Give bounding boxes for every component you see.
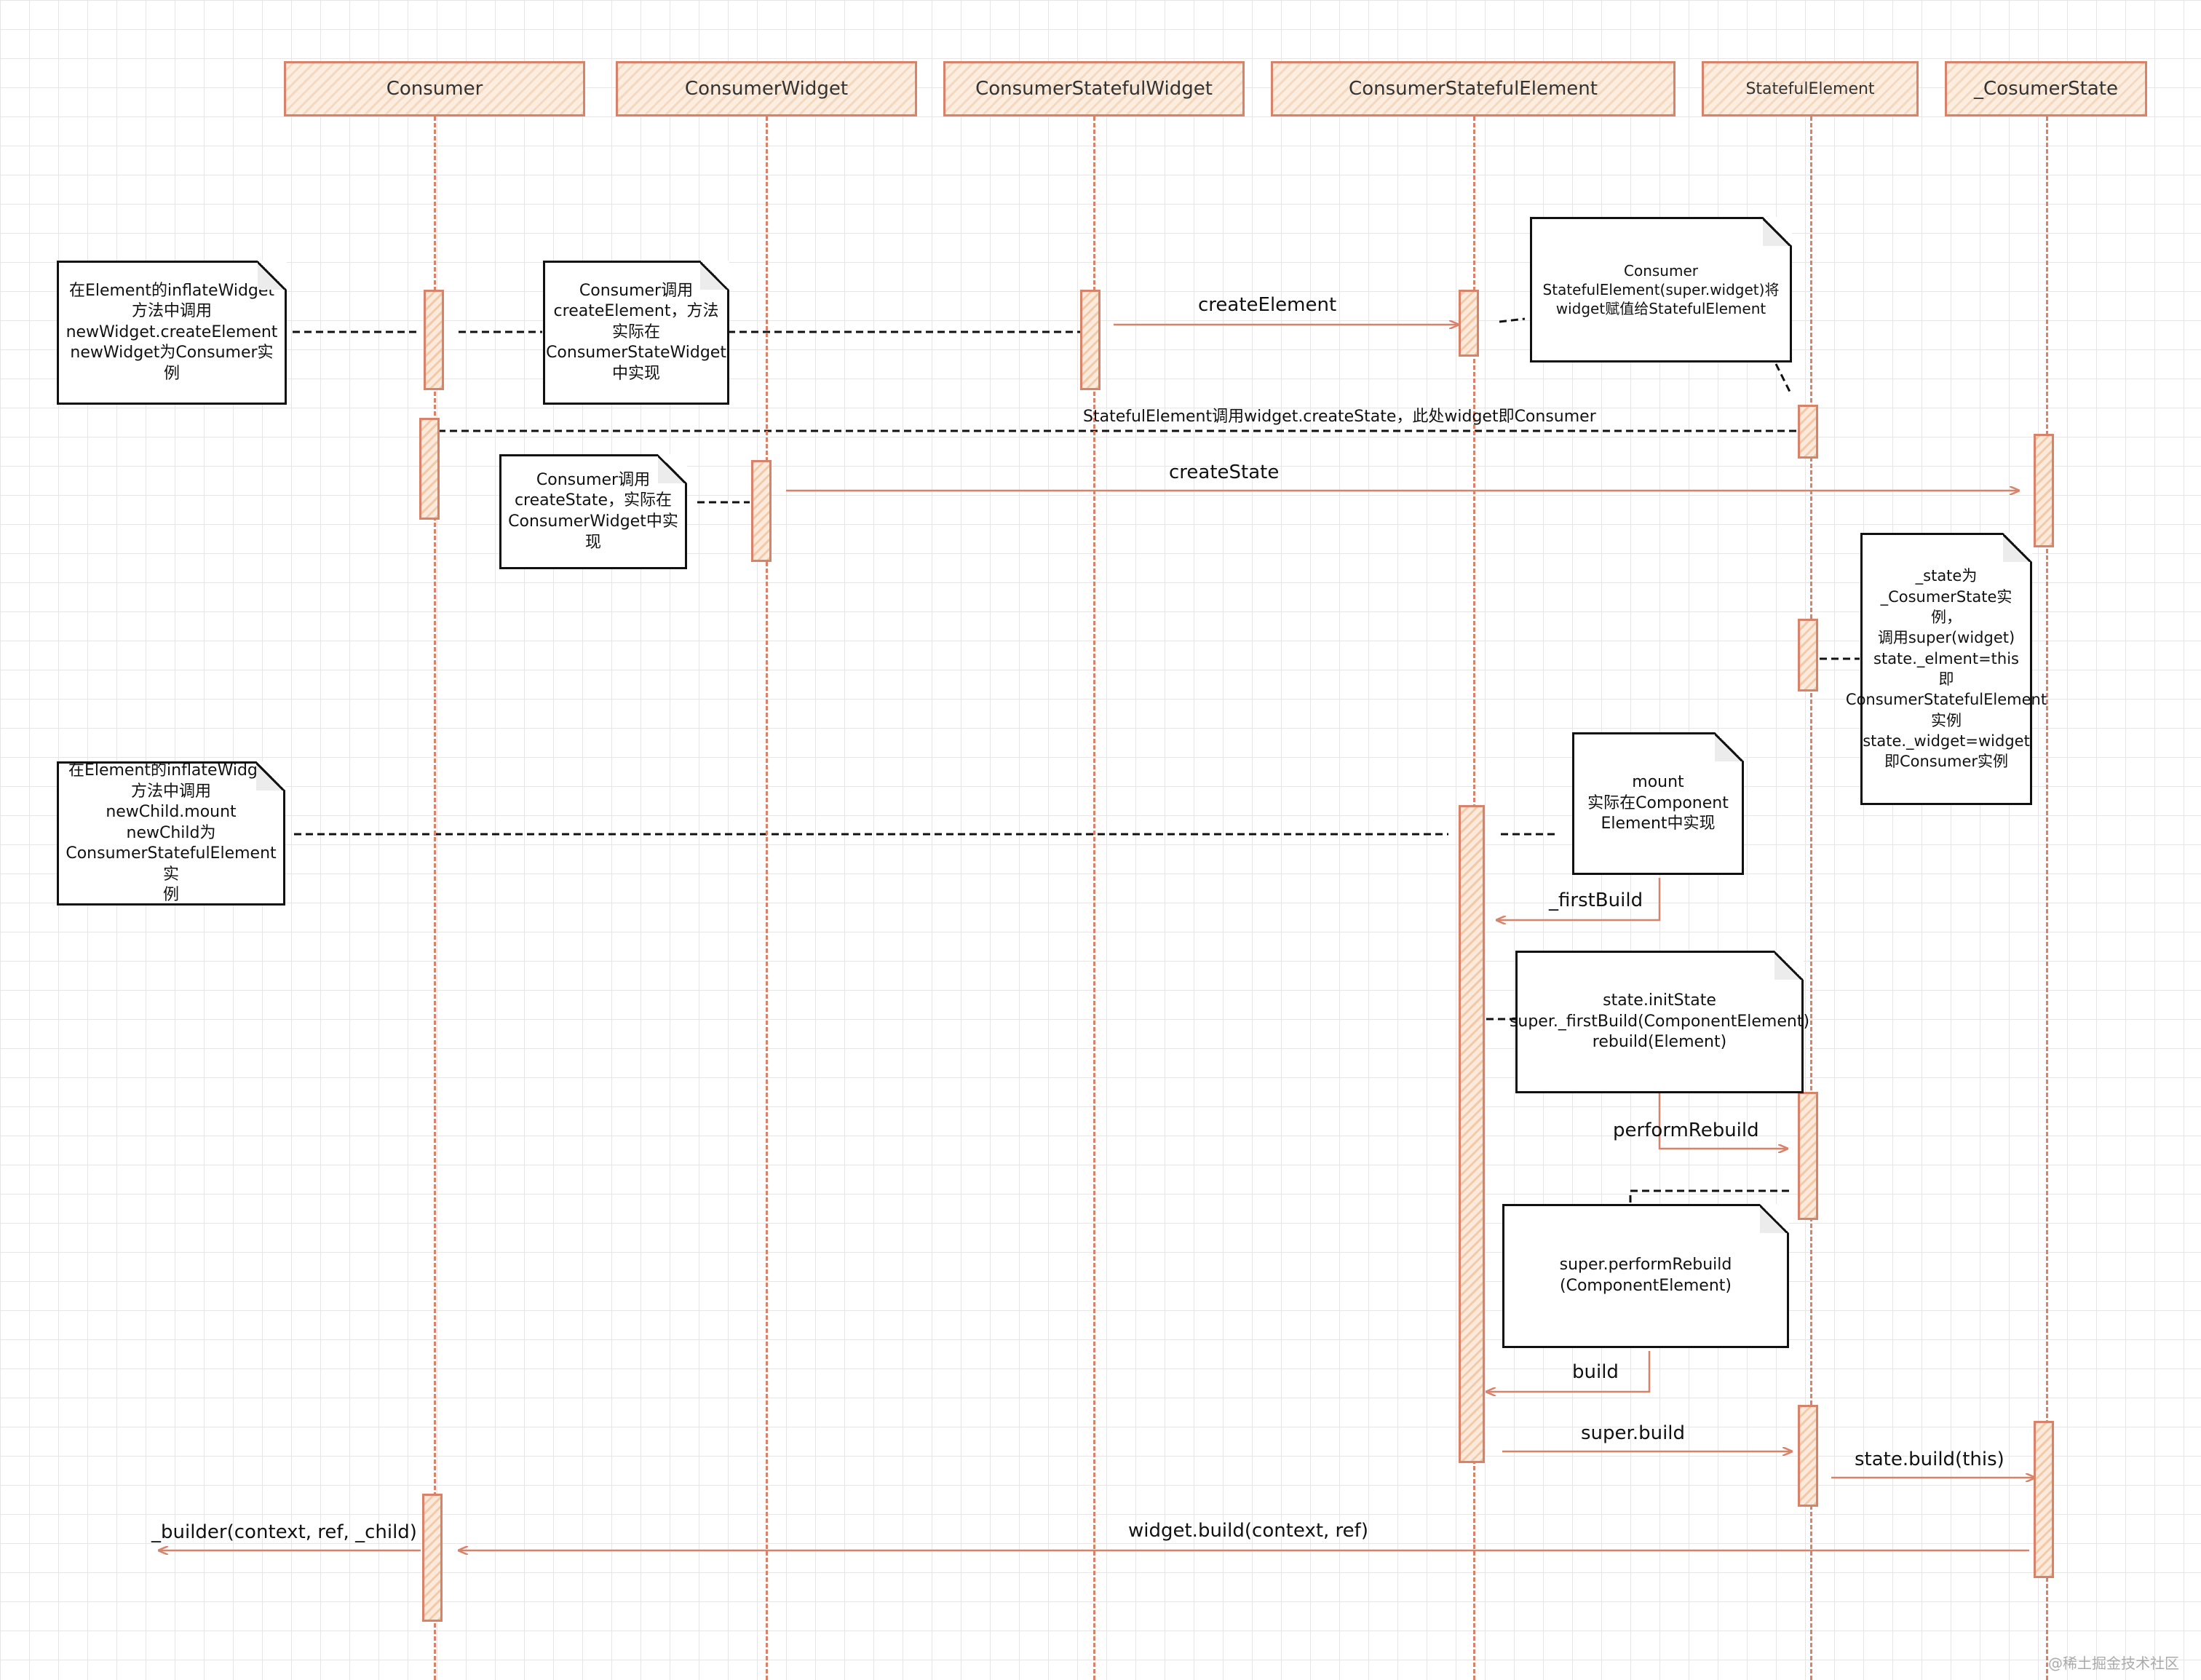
- activation-cosumer-state-2: [2034, 1421, 2054, 1578]
- label-create-state: createState: [1169, 461, 1280, 483]
- label-first-build: _firstBuild: [1549, 889, 1643, 911]
- lifeline-stateful-element: [1810, 116, 1812, 1680]
- lifeline-cosumer-state: [2046, 116, 2048, 1680]
- activation-consumer-1: [424, 290, 444, 390]
- activation-consumer-3: [422, 1494, 443, 1622]
- note-consumer-create-element: Consumer调用 createElement，方法 实际在 Consumer…: [543, 261, 729, 405]
- actor-consumer-stateful-widget: ConsumerStatefulWidget: [943, 61, 1245, 116]
- label-widget-build: widget.build(context, ref): [1128, 1520, 1368, 1542]
- lifeline-consumer: [434, 116, 436, 1680]
- link-perform-rebuild-note: [1629, 1189, 1790, 1202]
- label-build: build: [1572, 1361, 1619, 1383]
- label-perform-rebuild: performRebuild: [1613, 1120, 1759, 1141]
- activation-statefulelement-1: [1798, 405, 1818, 459]
- activation-consumer-stateful-widget: [1080, 290, 1100, 390]
- note-super-perform-rebuild: super.performRebuild (ComponentElement): [1502, 1204, 1789, 1348]
- activation-consumer-widget: [751, 460, 772, 562]
- arrow-first-build: [1496, 878, 1661, 920]
- lifeline-consumer-stateful-widget: [1093, 116, 1095, 1680]
- actor-stateful-element: StatefulElement: [1702, 61, 1919, 116]
- actor-consumer: Consumer: [284, 61, 585, 116]
- note-stateful-element-assign: Consumer StatefulElement(super.widget)将 …: [1530, 217, 1792, 362]
- activation-cosumer-state-1: [2034, 434, 2054, 547]
- note-consumer-create-state: Consumer调用 createState，实际在 ConsumerWidge…: [499, 454, 687, 569]
- note-inflate-create-element: 在Element的inflateWidget方法中调用 newWidget.cr…: [57, 261, 287, 405]
- note-mount-impl: mount 实际在Component Element中实现: [1572, 732, 1744, 875]
- label-state-build: state.build(this): [1855, 1449, 2004, 1470]
- actor-consumer-widget: ConsumerWidget: [616, 61, 917, 116]
- actor-cosumer-state: _CosumerState: [1945, 61, 2147, 116]
- link-note-element: [1774, 363, 1792, 394]
- link-note-statefulelement: [1499, 317, 1526, 323]
- label-stateful-create-state: StatefulElement调用widget.createState，此处wi…: [1083, 408, 1596, 426]
- activation-statefulelement-2: [1798, 619, 1818, 692]
- note-inflate-mount: 在Element的inflateWidget方法中调用 newChild.mou…: [57, 761, 285, 906]
- label-create-element: createElement: [1198, 294, 1337, 316]
- watermark: @稀土掘金技术社区: [2048, 1655, 2179, 1672]
- activation-stateful-element-create: [1459, 290, 1479, 357]
- note-init-state: state.initState super._firstBuild(Compon…: [1510, 951, 1809, 1093]
- actor-consumer-stateful-element: ConsumerStatefulElement: [1271, 61, 1675, 116]
- note-state-instance: _state为 _CosumerState实 例， 调用super(widget…: [1846, 533, 2047, 805]
- arrow-build: [1486, 1351, 1651, 1392]
- activation-statefulelement-3: [1798, 1092, 1818, 1220]
- activation-consumer-2: [419, 418, 440, 520]
- activation-statefulelement-4: [1798, 1405, 1818, 1507]
- arrow-perform-rebuild: [1658, 1093, 1788, 1149]
- label-builder-call: _builder(context, ref, _child): [151, 1521, 417, 1543]
- activation-stateful-element-mount: [1459, 805, 1485, 1463]
- label-super-build: super.build: [1581, 1422, 1686, 1444]
- lifeline-consumer-widget: [766, 116, 768, 1680]
